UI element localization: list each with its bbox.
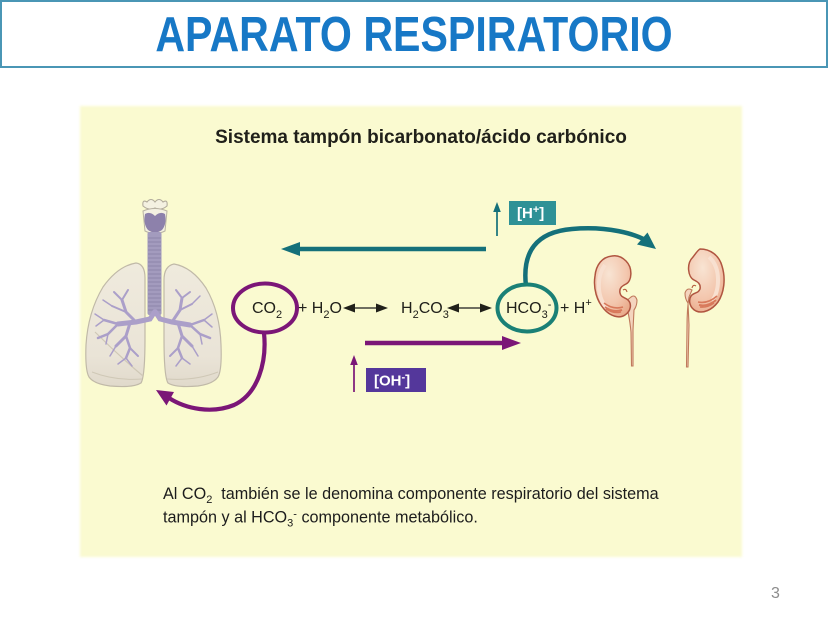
svg-text:Sistema tampón bicarbonato/áci: Sistema tampón bicarbonato/ácido carbóni… xyxy=(215,127,627,148)
svg-text:tampón y al HCO3- componente m: tampón y al HCO3- componente metabólico. xyxy=(163,509,478,530)
svg-text:Al CO2 también se le denomina: Al CO2 también se le denomina componente… xyxy=(163,485,659,506)
svg-text:+ H2O: + H2O xyxy=(298,300,342,321)
svg-text:CO2: CO2 xyxy=(252,300,282,321)
svg-text:[OH-]: [OH-] xyxy=(374,372,410,390)
svg-text:+ H+: + H+ xyxy=(560,297,592,317)
svg-text:HCO3-: HCO3- xyxy=(506,299,552,321)
svg-text:[H+]: [H+] xyxy=(517,204,544,222)
svg-text:H2CO3: H2CO3 xyxy=(401,300,449,321)
